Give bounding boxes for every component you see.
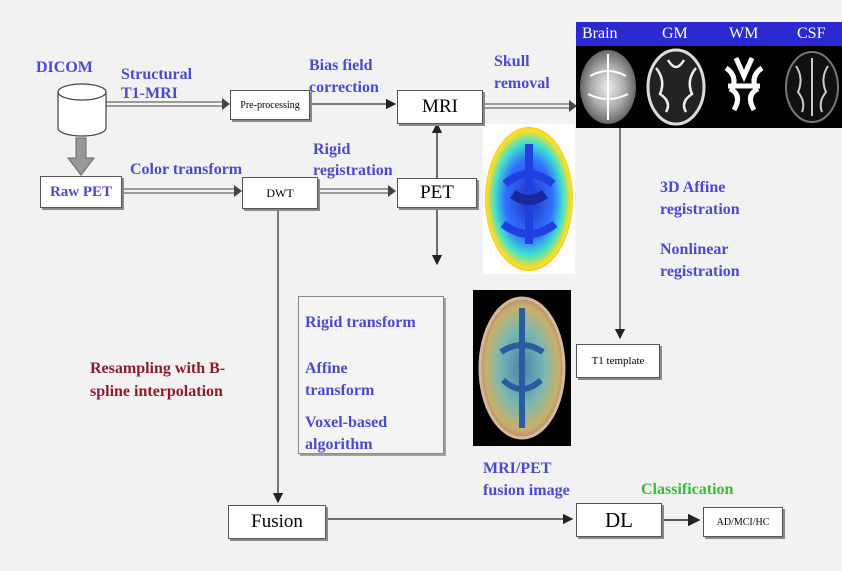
tissue-label-gm: GM bbox=[662, 25, 688, 42]
registration-label: registration bbox=[313, 162, 393, 179]
affine-label: Affine bbox=[305, 360, 348, 377]
bias-field-label: Bias field bbox=[309, 57, 373, 74]
rigid-transform-label: Rigid transform bbox=[305, 314, 416, 331]
mri-box: MRI bbox=[397, 90, 483, 124]
registration-methods-panel bbox=[298, 296, 444, 454]
nonlinear-registration-label: registration bbox=[660, 263, 740, 280]
t1-mri-label: T1-MRI bbox=[121, 85, 178, 102]
arrow-dicom-to-raw-pet bbox=[66, 137, 96, 176]
removal-label: removal bbox=[494, 75, 550, 92]
classification-label: Classification bbox=[641, 481, 734, 498]
bspline-label: spline interpolation bbox=[90, 383, 223, 400]
preprocessing-box: Pre-processing bbox=[230, 90, 310, 120]
structural-label: Structural bbox=[121, 66, 193, 83]
tissue-label-brain: Brain bbox=[582, 25, 618, 42]
affine-transform-label: transform bbox=[305, 382, 375, 399]
nonlinear-label: Nonlinear bbox=[660, 241, 729, 258]
voxel-based-label: Voxel-based bbox=[305, 414, 388, 431]
raw-pet-box: Raw PET bbox=[40, 176, 122, 208]
dicom-database-icon bbox=[57, 83, 107, 137]
pet-heatmap-image bbox=[483, 124, 575, 274]
algorithm-label: algorithm bbox=[305, 436, 373, 453]
skull-label: Skull bbox=[494, 53, 530, 70]
fusion-box: Fusion bbox=[228, 505, 326, 539]
affine-registration-label: registration bbox=[660, 201, 740, 218]
mri-pet-fusion-image bbox=[473, 290, 571, 446]
dl-box: DL bbox=[576, 503, 662, 537]
rigid-label: Rigid bbox=[313, 141, 351, 158]
correction-label: correction bbox=[309, 79, 379, 96]
tissue-label-csf: CSF bbox=[797, 25, 826, 42]
t1-template-box: T1 template bbox=[576, 344, 660, 378]
dwt-box: DWT bbox=[242, 177, 318, 209]
dicom-label: DICOM bbox=[36, 59, 93, 76]
segmented-brain-slices-image bbox=[580, 48, 839, 126]
resampling-label: Resampling with B- bbox=[90, 360, 226, 377]
color-transform-label: Color transform bbox=[130, 161, 243, 178]
affine-3d-label: 3D Affine bbox=[660, 179, 726, 196]
pet-box: PET bbox=[397, 178, 477, 208]
tissue-segmentation-strip bbox=[576, 46, 842, 128]
output-classes-box: AD/MCI/HC bbox=[703, 507, 783, 537]
fusion-caption-line2: fusion image bbox=[483, 482, 570, 499]
fusion-caption-line1: MRI/PET bbox=[483, 460, 552, 477]
tissue-label-wm: WM bbox=[729, 25, 759, 42]
